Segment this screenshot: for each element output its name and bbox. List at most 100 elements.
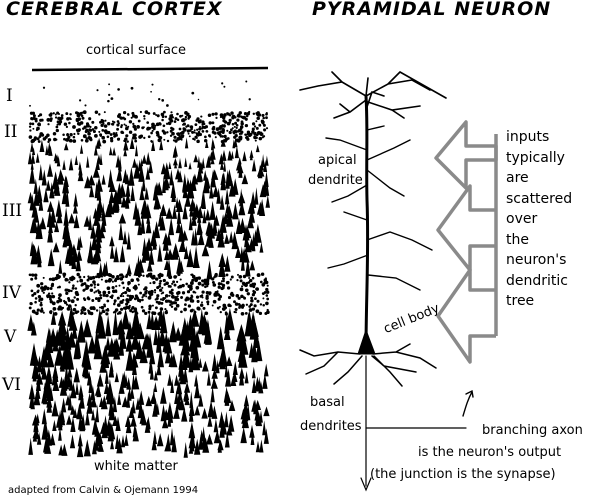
cortex-cell	[224, 430, 230, 448]
cortex-cell	[71, 286, 75, 290]
cortex-cell	[167, 284, 171, 288]
cortex-cell	[257, 113, 262, 117]
cortex-cell	[136, 255, 141, 274]
cortex-cell	[43, 187, 49, 203]
cortex-cell	[219, 113, 224, 117]
cortex-cell	[155, 403, 160, 415]
cortex-cell	[31, 293, 35, 297]
cortex-cell	[68, 315, 78, 331]
cortex-cell	[109, 146, 113, 156]
inputs-line: are	[506, 170, 529, 186]
cortex-cell	[213, 275, 216, 279]
cortex-cell	[143, 115, 146, 118]
cortex-cell	[83, 312, 87, 316]
cortex-cell	[259, 439, 264, 453]
cortex-cell	[157, 132, 160, 135]
cortex-cell	[255, 144, 260, 153]
cortex-cell	[31, 111, 35, 115]
cortex-cell	[130, 86, 134, 90]
cortex-cell	[89, 125, 92, 129]
cortex-cell	[189, 332, 198, 351]
cortex-cell	[150, 90, 152, 93]
cortex-cell	[29, 104, 31, 107]
cortex-cell	[201, 407, 208, 419]
cortex-cell	[249, 303, 253, 307]
apical-tuft	[299, 71, 447, 119]
cortex-cell	[177, 272, 181, 277]
cortex-cell	[193, 154, 199, 163]
cortex-cell	[79, 391, 85, 409]
cortex-cell	[237, 192, 246, 204]
cortex-cell	[157, 138, 162, 143]
cortex-cell	[248, 98, 251, 101]
cortex-cell	[91, 232, 98, 251]
layer-label-4: IV	[2, 283, 21, 303]
cortex-cell	[216, 326, 225, 350]
cortex-cell	[30, 277, 34, 281]
cortex-cell	[262, 297, 265, 300]
cortex-cell	[242, 283, 246, 286]
cortex-cell	[221, 82, 224, 85]
cortex-cell	[95, 404, 100, 423]
cortex-cell	[232, 132, 236, 135]
cortex-cell	[207, 113, 212, 118]
cortex-cell	[81, 306, 86, 310]
cortex-cell	[153, 195, 162, 209]
cortex-cell	[28, 135, 33, 139]
cortex-cell	[182, 183, 188, 199]
cortex-cell	[127, 288, 131, 293]
cortex-cell	[85, 410, 90, 426]
cortex-cell	[42, 311, 45, 314]
cortex-cell	[162, 175, 166, 193]
cortex-cell	[99, 357, 107, 373]
cortex-cell	[250, 430, 255, 445]
cortex-cell	[151, 83, 154, 86]
cortex-cell	[132, 286, 136, 290]
cortex-cell	[162, 278, 166, 283]
apical-dendrite-shaft	[364, 94, 370, 352]
cortex-cell	[101, 135, 106, 140]
cortex-cell	[161, 417, 169, 429]
cortex-cell	[131, 399, 136, 414]
cortex-cell	[94, 110, 99, 115]
cortex-cell	[206, 433, 213, 445]
layer-label-3: III	[2, 201, 23, 221]
cortex-cell	[65, 190, 70, 207]
cortex-cell	[213, 418, 219, 433]
cortex-cell	[122, 230, 128, 245]
cortex-cell	[235, 294, 240, 298]
cortex-cell	[216, 291, 219, 295]
cortex-cell	[47, 292, 51, 295]
cortex-cell	[77, 122, 82, 126]
cortex-cell	[75, 118, 80, 123]
cortex-cell	[166, 139, 170, 143]
cortex-cell	[126, 300, 130, 304]
cortex-cell	[189, 281, 194, 286]
cortex-cell	[87, 310, 91, 314]
cortex-cell	[225, 169, 230, 189]
cortex-cell	[244, 133, 247, 136]
cortex-cell	[47, 248, 55, 267]
cortex-cell	[155, 300, 159, 304]
cortex-cell	[245, 303, 249, 306]
cortex-cell	[153, 381, 158, 392]
cortex-cell	[232, 202, 239, 220]
cortex-cell	[171, 114, 174, 116]
cortex-cell	[147, 310, 151, 314]
cortex-cell	[125, 134, 129, 138]
cortex-cell	[59, 378, 68, 396]
cortex-cell	[35, 374, 41, 391]
cortex-cell	[116, 275, 120, 279]
cortex-cell	[223, 113, 227, 117]
cortex-cell	[232, 371, 238, 382]
cortex-cell	[118, 221, 124, 241]
cortex-cell	[28, 437, 33, 455]
cortex-cell	[244, 312, 248, 315]
cortex-cell	[126, 377, 132, 390]
cortex-cell	[113, 301, 116, 304]
cortex-cell	[164, 115, 168, 118]
cortex-cell	[149, 282, 152, 285]
cortex-cell	[186, 112, 190, 116]
cortex-cell	[170, 353, 178, 368]
cortex-cell	[165, 433, 172, 452]
